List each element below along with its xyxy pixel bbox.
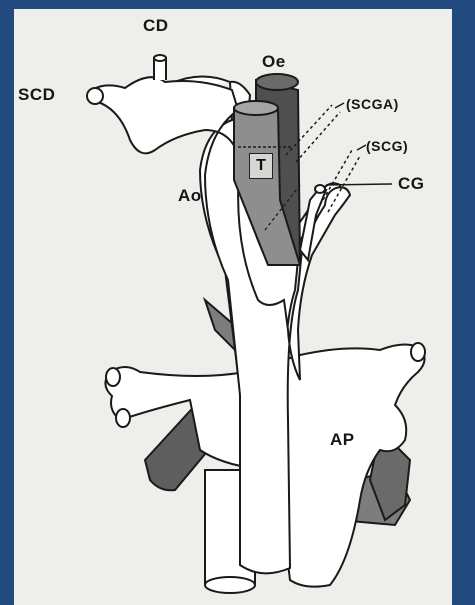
pulmonary-artery-left-stub xyxy=(106,368,120,386)
scd-vessel-end xyxy=(87,88,103,104)
scg-leader-line xyxy=(357,145,366,150)
label-t: T xyxy=(249,153,273,179)
pulmonary-artery-lower-left-stub xyxy=(116,409,130,427)
scga-leader-line xyxy=(335,103,344,108)
pulmonary-artery-right-stub xyxy=(411,343,425,361)
label-scga: (SCGA) xyxy=(346,96,399,112)
label-cd: CD xyxy=(143,16,169,36)
cg-leader-line xyxy=(326,184,392,185)
label-scg: (SCG) xyxy=(366,138,408,154)
label-cg: CG xyxy=(398,174,425,194)
cg-vessel-end xyxy=(315,185,325,193)
label-oe: Oe xyxy=(262,52,286,72)
label-ao: Ao xyxy=(178,186,202,206)
lower-left-cylinder-end xyxy=(205,577,255,593)
trachea-top xyxy=(234,101,278,115)
cd-vessel-end xyxy=(154,55,166,61)
label-scd: SCD xyxy=(18,85,55,105)
label-ap: AP xyxy=(330,430,355,450)
oesophagus-top xyxy=(256,74,298,90)
